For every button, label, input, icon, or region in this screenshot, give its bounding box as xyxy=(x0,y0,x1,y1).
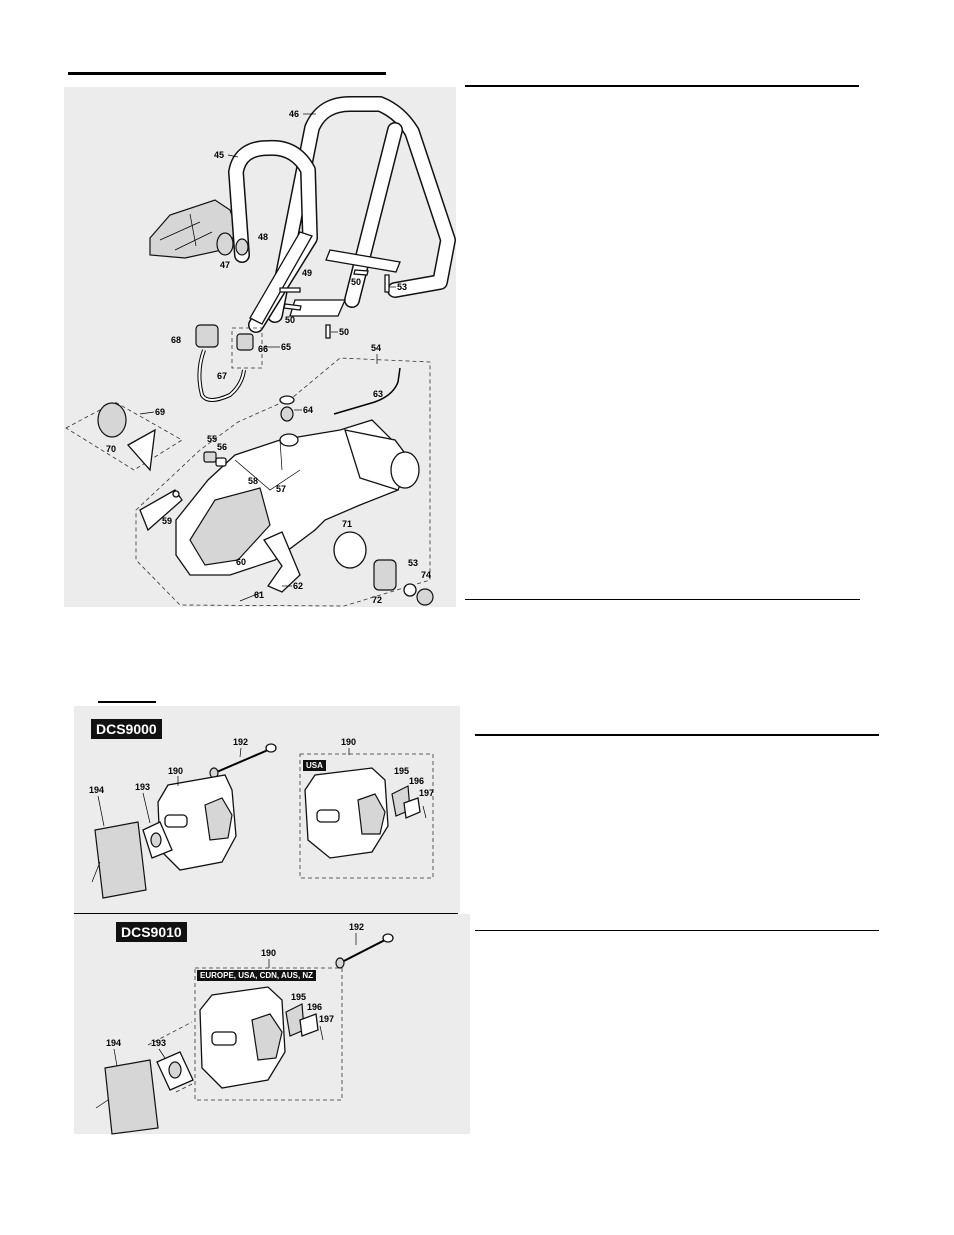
callout-66: 66 xyxy=(258,344,268,354)
callout-197-b: 197 xyxy=(319,1014,334,1024)
callout-74: 74 xyxy=(421,570,431,580)
callout-59: 59 xyxy=(162,516,172,526)
callout-197-a: 197 xyxy=(419,788,434,798)
callout-195-a: 195 xyxy=(394,766,409,776)
callout-65: 65 xyxy=(281,342,291,352)
callout-45: 45 xyxy=(214,150,224,160)
callout-70: 70 xyxy=(106,444,116,454)
header-rule-right xyxy=(465,85,859,87)
callout-50-c: 50 xyxy=(339,327,349,337)
region-badge-europe: EUROPE, USA, CDN, AUS, NZ xyxy=(197,970,317,981)
callout-72: 72 xyxy=(372,595,382,605)
handle-assembly-diagram: 46 45 48 47 49 50 53 50 50 68 66 65 67 5… xyxy=(65,96,456,607)
callout-48: 48 xyxy=(258,232,268,242)
callout-58: 58 xyxy=(248,476,258,486)
callout-190-c: 190 xyxy=(261,948,276,958)
callout-69: 69 xyxy=(155,407,165,417)
callout-64: 64 xyxy=(303,405,313,415)
callout-57: 57 xyxy=(276,484,286,494)
callout-53-a: 53 xyxy=(397,282,407,292)
callout-55: 55 xyxy=(207,434,217,444)
callout-196-a: 196 xyxy=(409,776,424,786)
callout-61: 61 xyxy=(254,590,264,600)
callout-56: 56 xyxy=(217,442,227,452)
section-rule-right-1 xyxy=(465,599,860,600)
header-rule-left xyxy=(68,72,386,75)
callout-54: 54 xyxy=(371,343,381,353)
callout-71: 71 xyxy=(342,519,352,529)
handle-45 xyxy=(228,139,318,333)
callout-46: 46 xyxy=(289,109,299,119)
callout-60: 60 xyxy=(236,557,246,567)
callout-50-a: 50 xyxy=(351,277,361,287)
callout-group: 46 45 48 47 49 50 53 50 50 68 66 65 67 5… xyxy=(106,109,431,605)
callout-62: 62 xyxy=(293,581,303,591)
callout-190-b: 190 xyxy=(341,737,356,747)
callout-192-a: 192 xyxy=(233,737,248,747)
model-badge-dcs9000: DCS9000 xyxy=(91,719,162,739)
housing-54 xyxy=(175,419,420,576)
model-badge-dcs9010: DCS9010 xyxy=(116,922,187,942)
callout-53-b: 53 xyxy=(408,558,418,568)
section-tab-rule xyxy=(98,701,156,703)
callout-196-b: 196 xyxy=(307,1002,322,1012)
divider-dcs9010 xyxy=(74,913,458,914)
callout-63: 63 xyxy=(373,389,383,399)
region-badge-usa: USA xyxy=(303,760,326,771)
section-rule-right-3 xyxy=(475,930,879,931)
section-rule-right-2 xyxy=(475,734,879,736)
callout-50-b: 50 xyxy=(285,315,295,325)
callout-195-b: 195 xyxy=(291,992,306,1002)
callout-190-a: 190 xyxy=(168,766,183,776)
callout-193-a: 193 xyxy=(135,782,150,792)
callout-47: 47 xyxy=(220,260,230,270)
callout-68: 68 xyxy=(171,335,181,345)
callout-67: 67 xyxy=(217,371,227,381)
callout-194-a: 194 xyxy=(89,785,104,795)
callout-49: 49 xyxy=(302,268,312,278)
callout-193-b: 193 xyxy=(151,1038,166,1048)
callout-192-b: 192 xyxy=(349,922,364,932)
callout-194-b: 194 xyxy=(106,1038,121,1048)
